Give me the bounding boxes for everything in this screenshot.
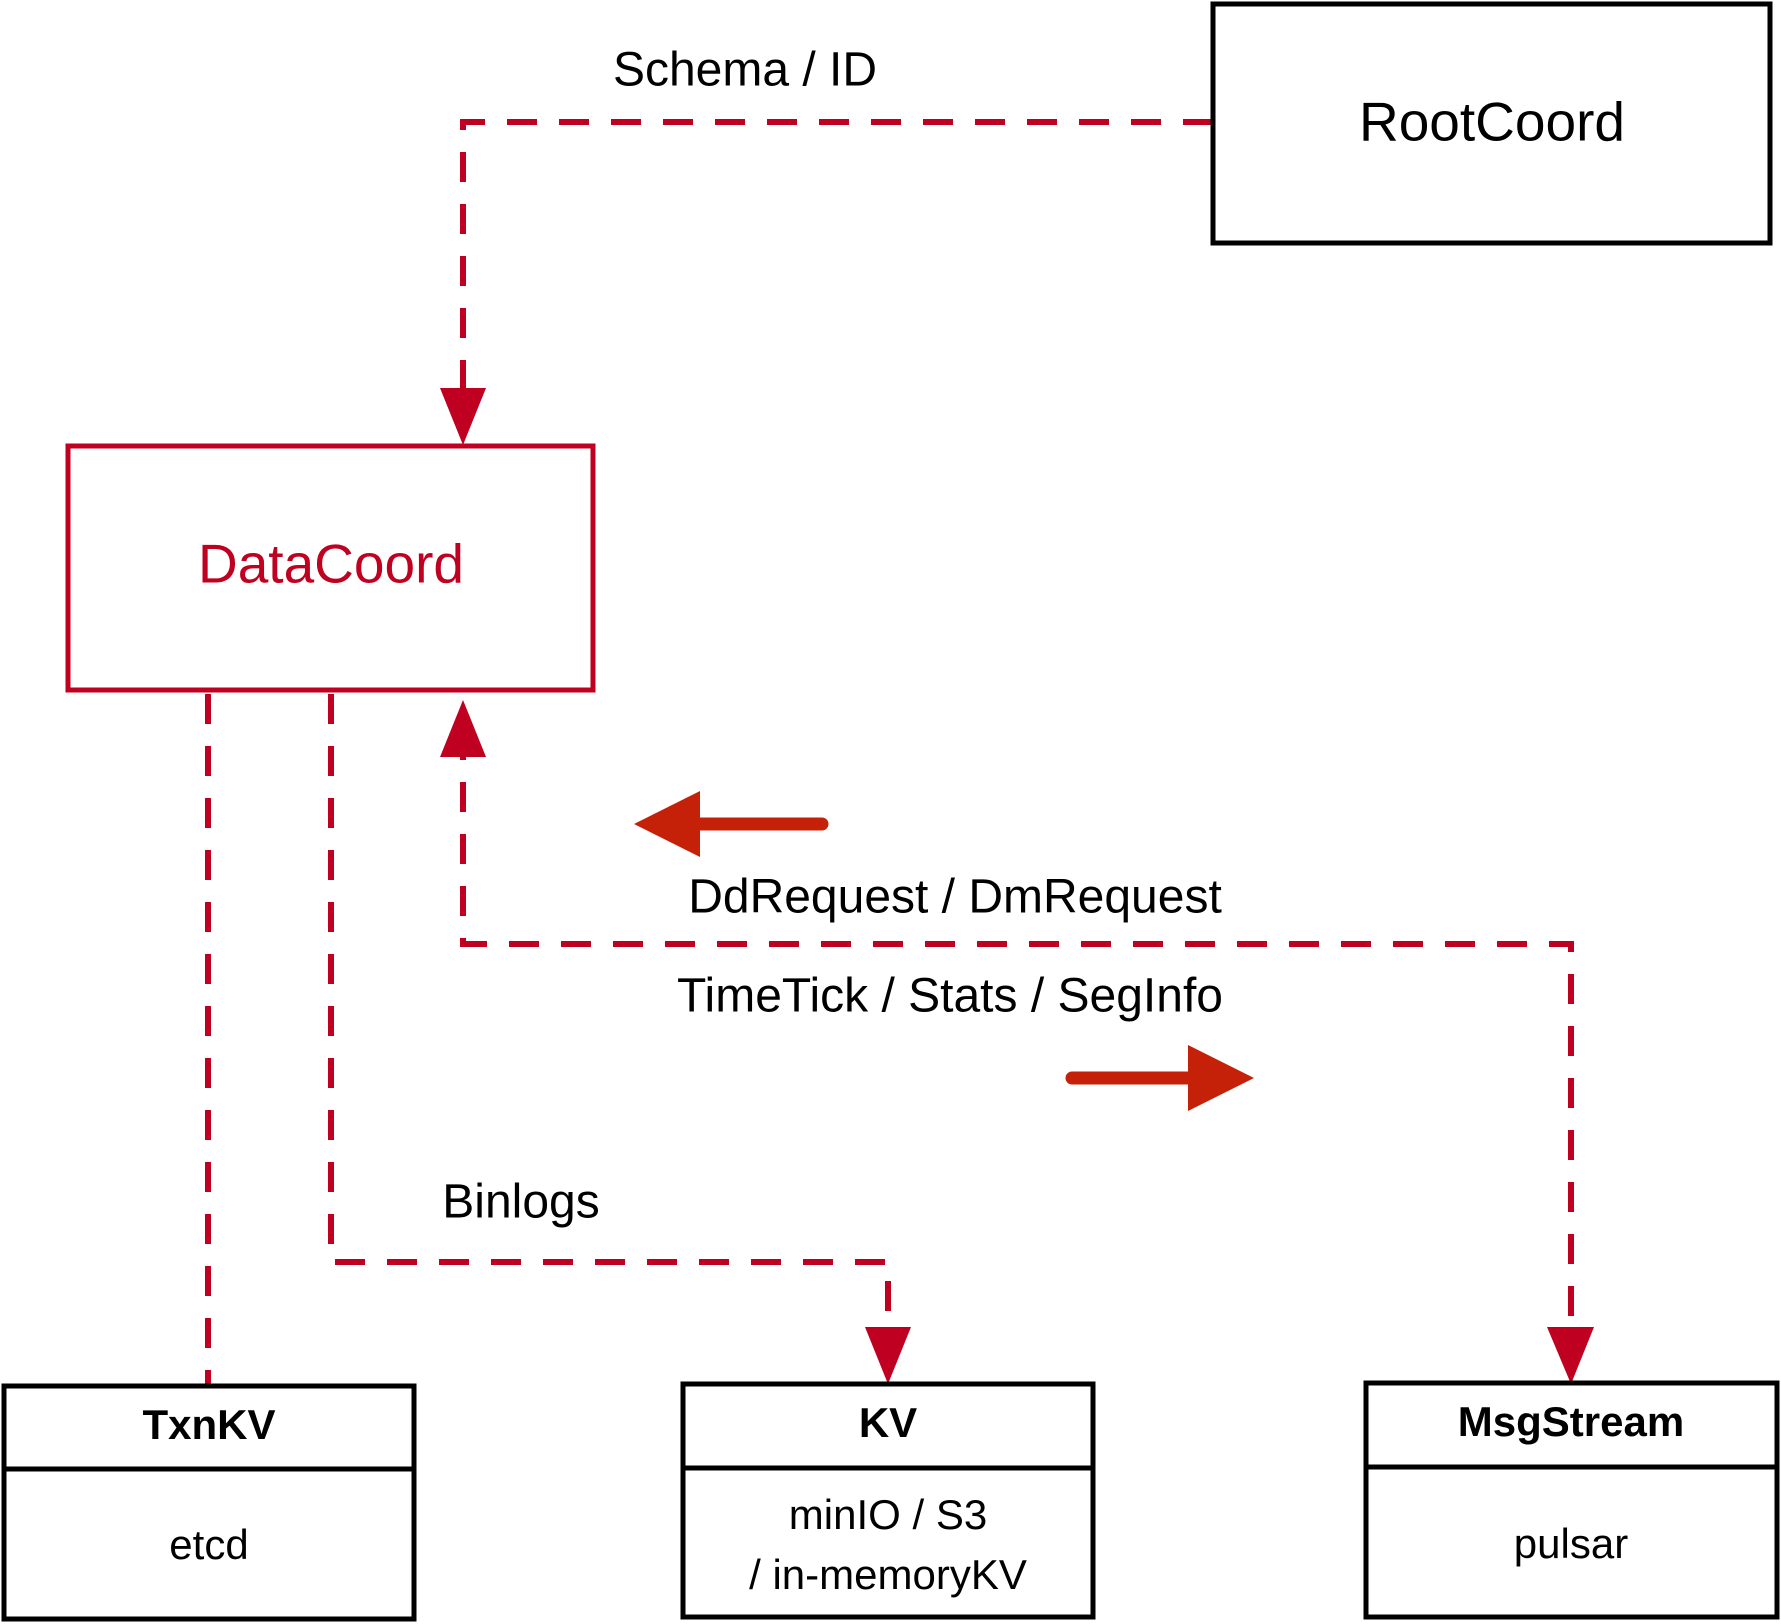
arrowhead-into-kv xyxy=(865,1327,911,1384)
node-msgstream-header: MsgStream xyxy=(1458,1398,1684,1445)
edge-msgstream-datacoord-bus xyxy=(460,730,1574,1350)
node-txnkv[interactable] xyxy=(1,1383,417,1622)
node-kv-detail-line2: / in-memoryKV xyxy=(749,1551,1027,1598)
node-msgstream-detail: pulsar xyxy=(1514,1520,1628,1567)
arrowhead-into-datacoord-top xyxy=(440,388,486,445)
edge-rootcoord-to-datacoord xyxy=(460,119,1213,410)
edge-datacoord-to-kv xyxy=(328,694,891,1350)
direction-arrow-right-head xyxy=(1188,1045,1254,1111)
node-kv-detail-line1: minIO / S3 xyxy=(789,1491,987,1538)
node-txnkv-header: TxnKV xyxy=(142,1401,275,1448)
direction-arrow-left-head xyxy=(634,791,700,857)
edge-label-schema-id: Schema / ID xyxy=(613,44,877,97)
node-rootcoord-label: RootCoord xyxy=(1359,91,1625,153)
node-rootcoord[interactable] xyxy=(1210,1,1773,246)
node-datacoord-label: DataCoord xyxy=(198,533,464,595)
node-datacoord[interactable] xyxy=(65,443,596,693)
node-msgstream[interactable] xyxy=(1363,1380,1780,1620)
arrowhead-into-msgstream xyxy=(1547,1327,1594,1384)
arrowhead-into-datacoord-bottom xyxy=(440,700,486,757)
edge-label-timetick-stats-seginfo: TimeTick / Stats / SegInfo xyxy=(677,970,1223,1023)
node-kv[interactable] xyxy=(680,1381,1096,1620)
edge-label-binlogs: Binlogs xyxy=(442,1176,599,1229)
node-txnkv-detail: etcd xyxy=(169,1521,248,1568)
node-kv-header: KV xyxy=(859,1399,917,1446)
edge-label-dd-dm-request: DdRequest / DmRequest xyxy=(688,871,1222,924)
